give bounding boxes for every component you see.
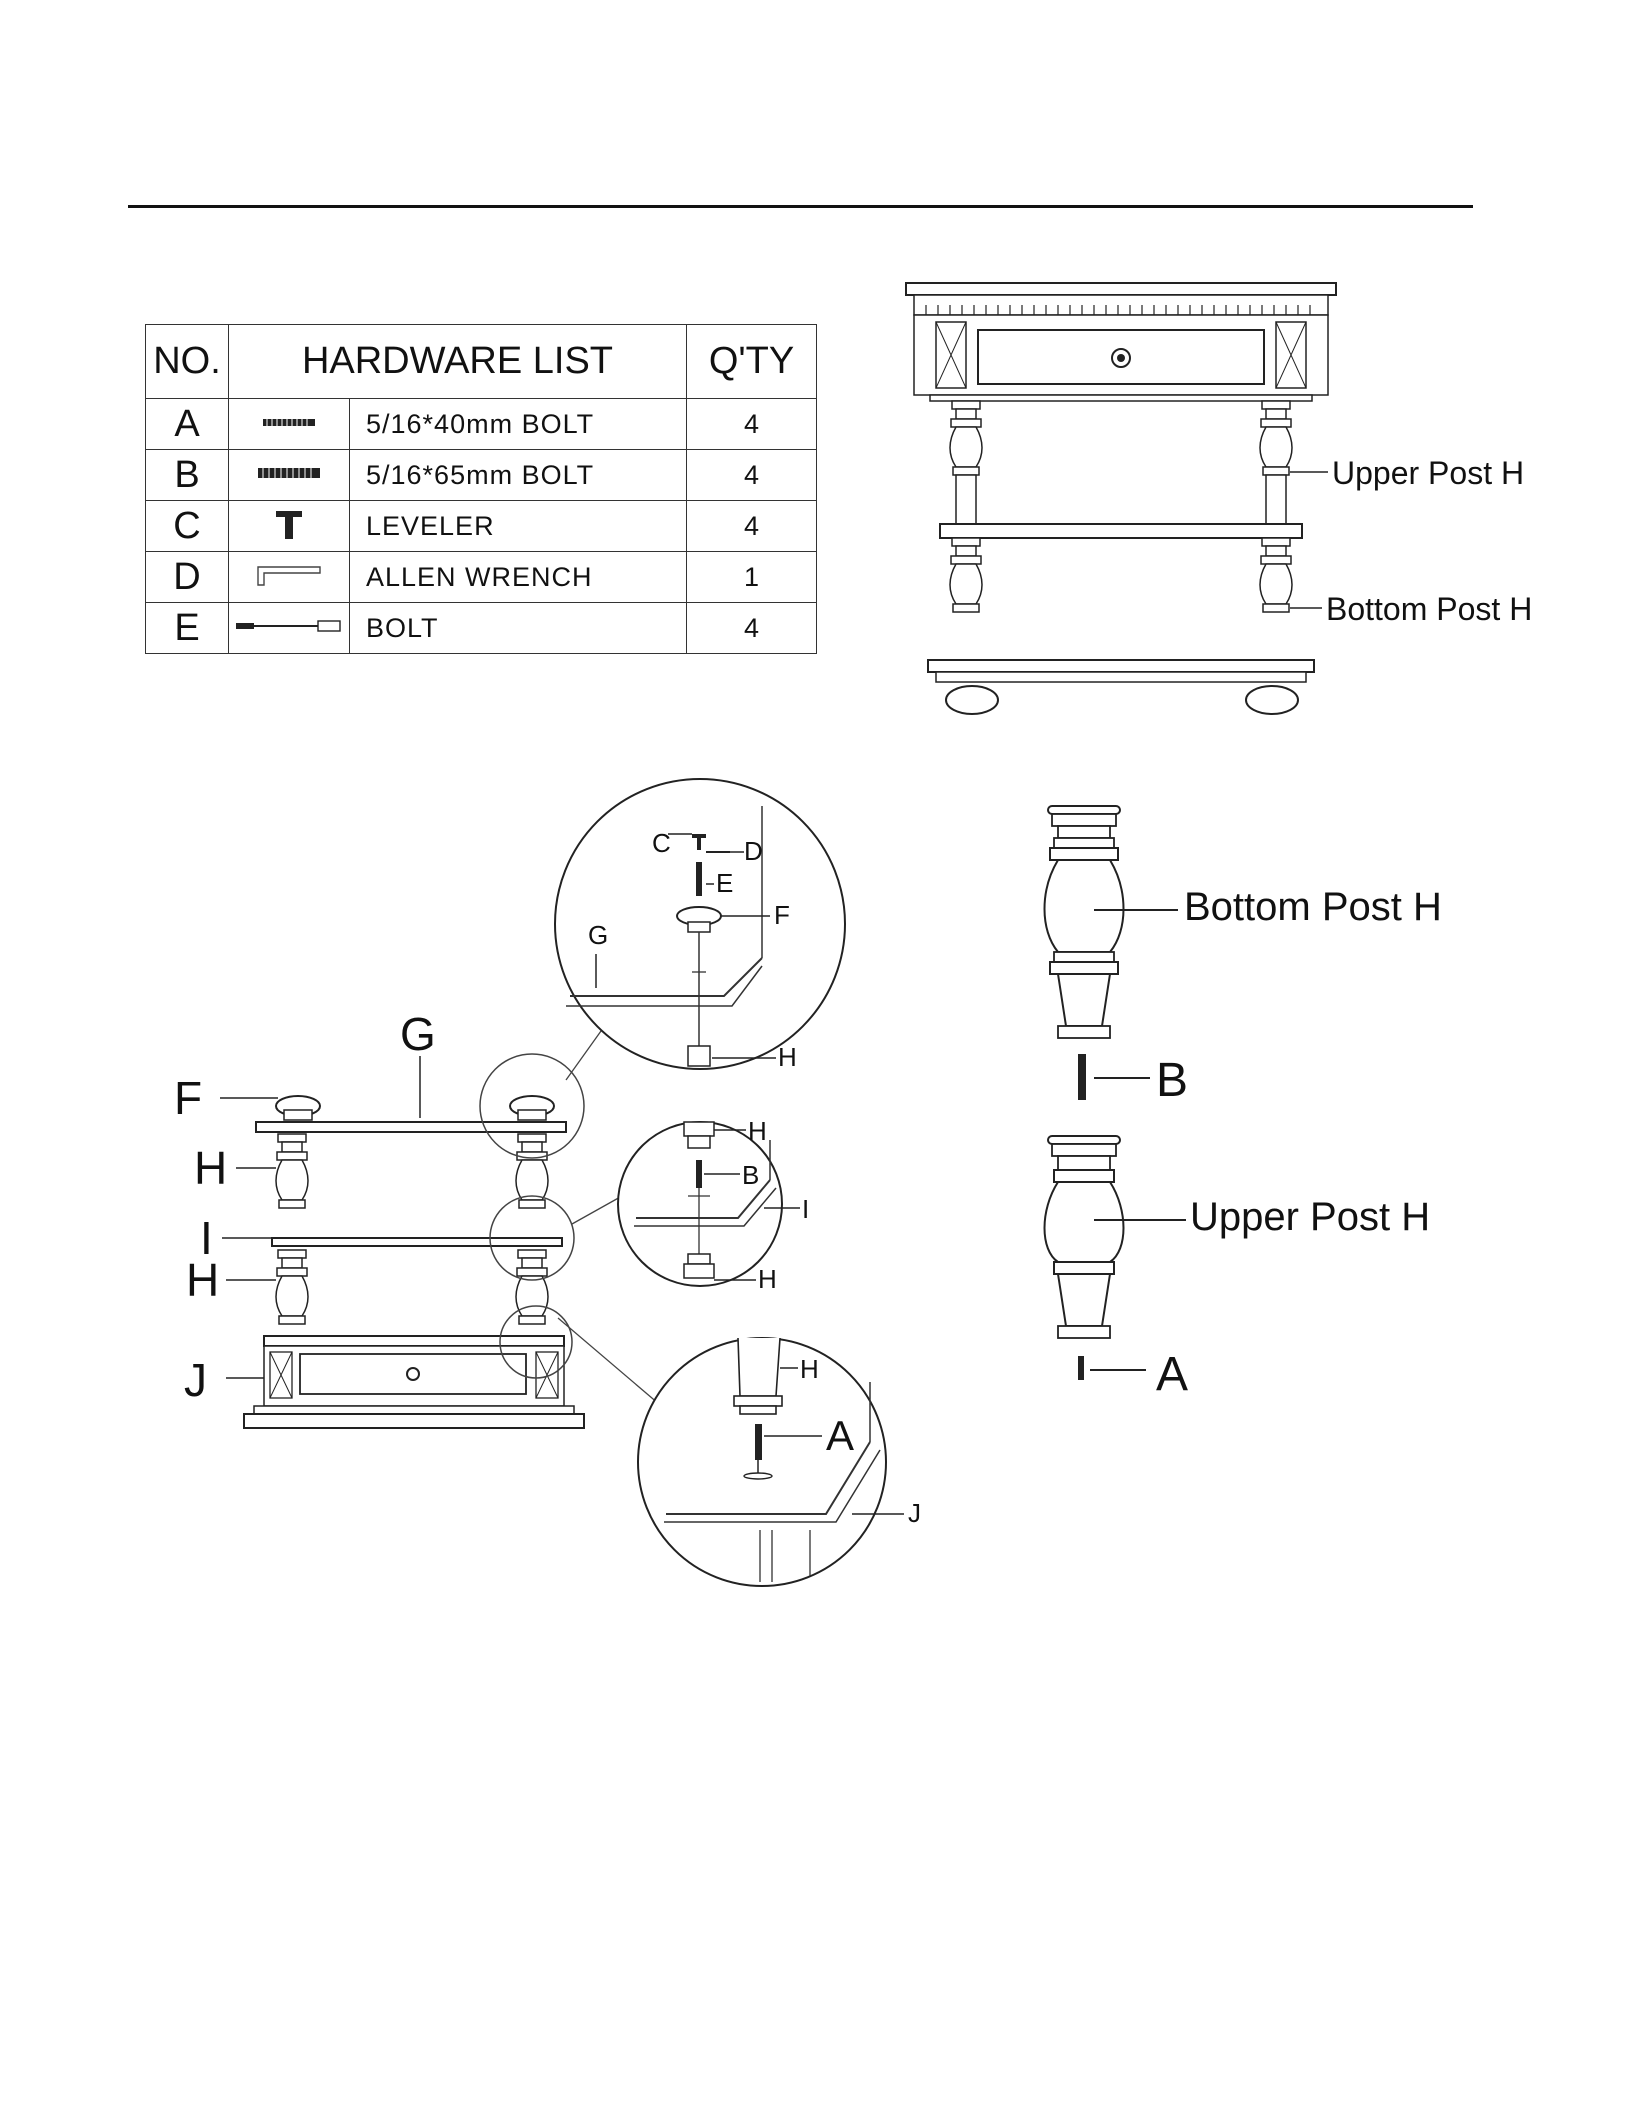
detail-bottom-label-h: H (800, 1354, 819, 1384)
assembled-table-drawing (906, 283, 1336, 714)
assembled-upper-post-label: Upper Post H (1332, 455, 1524, 491)
detail-middle-joint (618, 1122, 800, 1286)
upper-post-label: Upper Post H (1190, 1195, 1430, 1239)
upper-post-bolt-label: A (1156, 1348, 1188, 1401)
bottom-post-bolt-label: B (1156, 1054, 1188, 1107)
detail-top-label-g: G (588, 920, 608, 950)
upper-post-drawing (1045, 1136, 1187, 1380)
detail-middle-label-h-top: H (748, 1116, 767, 1146)
detail-top-label-h: H (778, 1042, 797, 1072)
detail-top-label-f: F (774, 900, 790, 930)
exploded-label-j: J (184, 1354, 207, 1406)
bottom-post-label: Bottom Post H (1184, 885, 1442, 929)
detail-top-label-d: D (744, 836, 763, 866)
detail-top-label-c: C (652, 828, 671, 858)
exploded-label-g: G (400, 1008, 436, 1060)
detail-middle-label-b: B (742, 1160, 759, 1190)
detail-middle-label-h-bottom: H (758, 1264, 777, 1294)
exploded-label-h-bottom: H (186, 1254, 219, 1306)
exploded-table-drawing (220, 1010, 666, 1428)
exploded-label-f: F (174, 1072, 202, 1124)
detail-bottom-label-a: A (826, 1412, 854, 1459)
detail-bottom-label-j: J (908, 1498, 921, 1528)
exploded-label-h-top: H (194, 1142, 227, 1194)
detail-top-label-e: E (716, 868, 733, 898)
detail-bottom-base (638, 1338, 904, 1586)
detail-middle-label-i: I (802, 1194, 809, 1224)
assembled-bottom-post-label: Bottom Post H (1326, 591, 1532, 627)
